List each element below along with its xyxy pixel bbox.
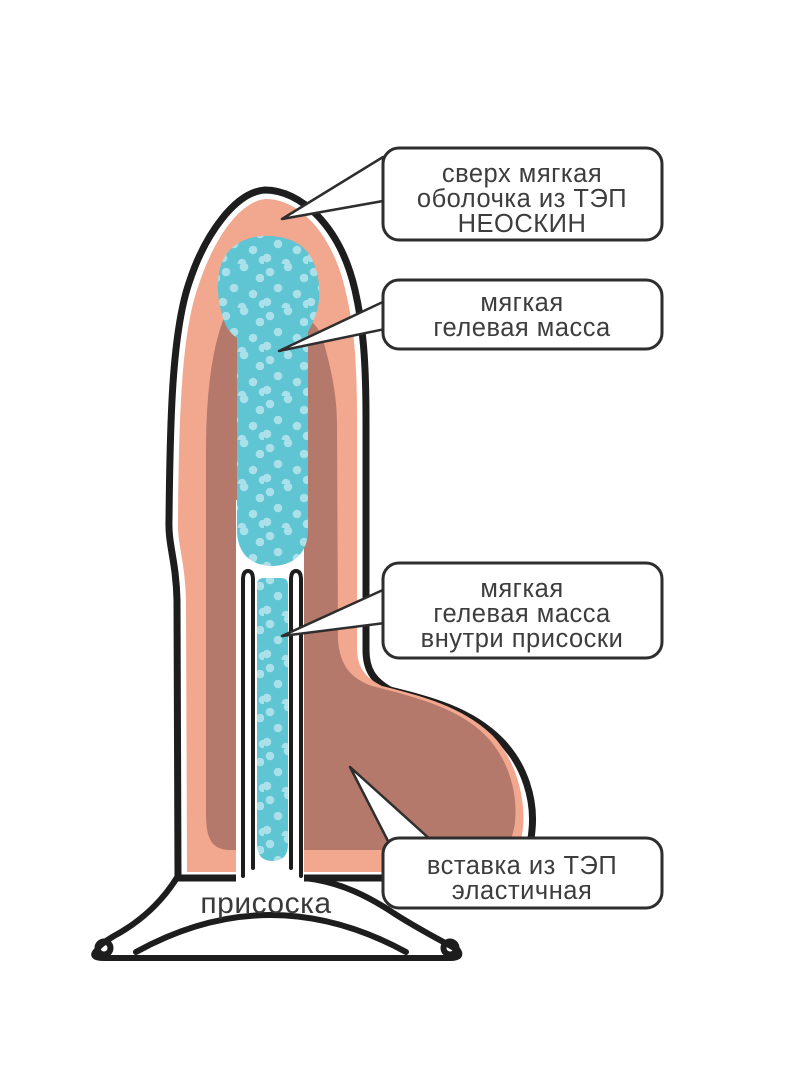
callout-box-gel-mass — [381, 278, 664, 351]
callout-box-neoskin-shell — [381, 146, 664, 242]
callout-text-line: гелевая масса — [433, 314, 611, 342]
callout-text-line: сверх мягкая — [442, 160, 602, 188]
tep-insert-left — [206, 318, 238, 850]
callout-box-tep-insert — [381, 836, 664, 910]
callout-text-line: внутри присоски — [421, 625, 624, 653]
gel-core — [217, 235, 320, 567]
callout-text-line: эластичная — [452, 877, 593, 905]
suction-cup-dome-line — [133, 912, 409, 955]
tep-insert-right — [303, 320, 516, 850]
tube-wall-left — [241, 568, 255, 878]
callout-text-line: мягкая — [480, 575, 563, 603]
callout-gel-mass-suction-text: мягкая гелевая масса внутри присоски — [421, 575, 624, 653]
callout-text-line: НЕОСКИН — [458, 210, 587, 238]
gel-tube — [257, 578, 288, 861]
suction-cup-curl-right-icon — [440, 938, 460, 958]
pointer-tail-neoskin-shell — [280, 155, 385, 221]
callout-text-line: вставка из ТЭП — [427, 852, 617, 880]
suction-cup-label: присоска — [200, 887, 331, 920]
suction-cup-baseline — [91, 946, 463, 961]
callout-neoskin-shell-text: сверх мягкая оболочка из ТЭП НЕОСКИН — [417, 160, 627, 238]
callout-text-line: гелевая масса — [433, 600, 611, 628]
suction-cup-base — [91, 873, 463, 961]
callout-tep-insert-text: вставка из ТЭП эластичная — [427, 852, 617, 905]
tube-wall-right — [289, 568, 303, 878]
callout-gel-mass-text: мягкая гелевая масса — [433, 289, 611, 342]
callout-text-line: оболочка из ТЭП — [417, 185, 627, 213]
suction-cup-curl-left-icon — [94, 938, 114, 958]
callout-text-line: мягкая — [480, 289, 563, 317]
callout-box-gel-mass-suction — [381, 561, 664, 660]
suction-cup-right-flank — [302, 875, 459, 952]
